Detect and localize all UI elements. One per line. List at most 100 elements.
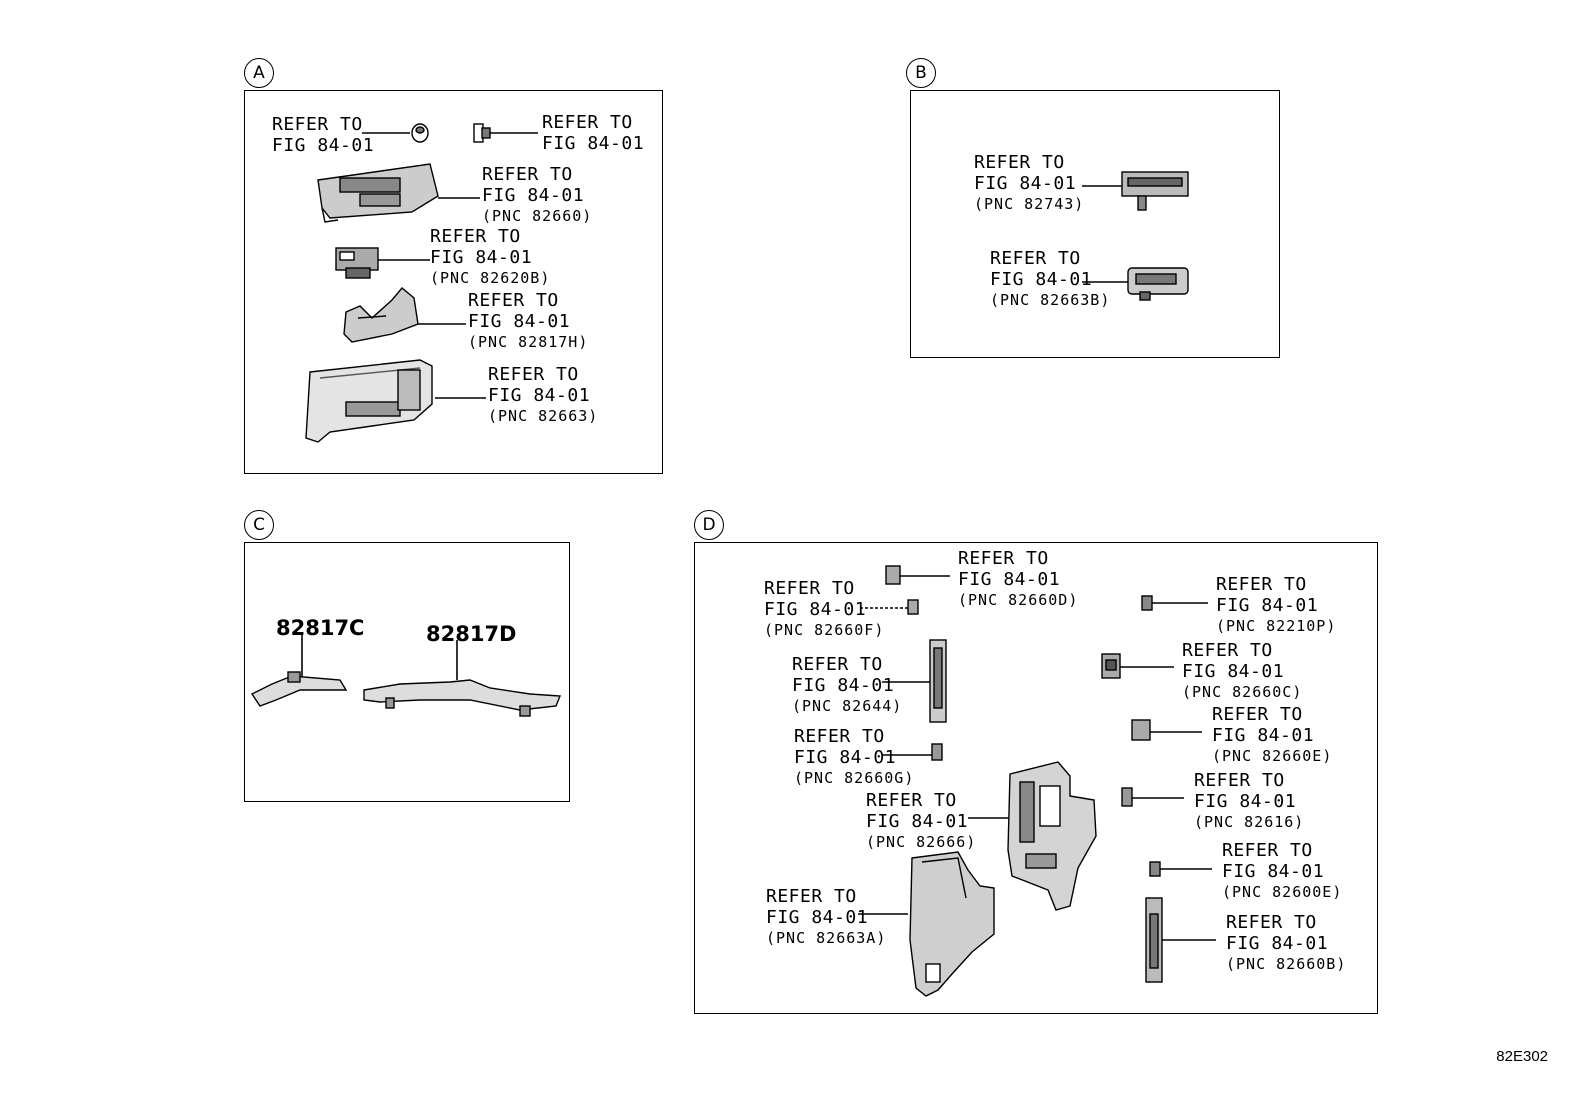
pnc-code: (PNC 82616)	[1194, 813, 1305, 831]
fig-line: FIG 84-01	[974, 173, 1077, 194]
part-connector-b	[335, 247, 379, 279]
pnc-code: (PNC 82600E)	[1222, 883, 1343, 901]
callout-d4: REFER TO FIG 84-01 (PNC 82644)	[792, 654, 902, 717]
part-clip-g	[931, 743, 943, 761]
pnc-code: (PNC 82660)	[482, 207, 593, 225]
panel-d-frame	[694, 542, 1378, 1014]
pnc-code: (PNC 82660E)	[1212, 747, 1333, 765]
fig-line: FIG 84-01	[430, 247, 533, 268]
refer-line: REFER TO	[1182, 640, 1273, 661]
refer-line: REFER TO	[990, 248, 1081, 269]
part-vertical-bracket	[1145, 897, 1163, 983]
fig-line: FIG 84-01	[764, 599, 867, 620]
panel-b-badge: B	[906, 58, 936, 88]
callout-d5: REFER TO FIG 84-01 (PNC 82660C)	[1182, 640, 1302, 703]
fig-line: FIG 84-01	[866, 811, 969, 832]
pnc-code: (PNC 82660D)	[958, 591, 1079, 609]
fig-line: FIG 84-01	[1216, 595, 1319, 616]
part-tag-82817d: 82817D	[426, 622, 517, 646]
part-82817c	[250, 671, 348, 707]
pnc-code: (PNC 82743)	[974, 195, 1085, 213]
pnc-code: (PNC 82210P)	[1216, 617, 1337, 635]
panel-a-badge: A	[244, 58, 274, 88]
callout-a5: REFER TO FIG 84-01 (PNC 82817H)	[468, 290, 588, 353]
part-nut	[411, 123, 429, 143]
panel-b-frame	[910, 90, 1280, 358]
callout-d10: REFER TO FIG 84-01 (PNC 82600E)	[1222, 840, 1342, 903]
refer-line: REFER TO	[1216, 574, 1307, 595]
part-relay-box	[1121, 171, 1189, 211]
pnc-code: (PNC 82663B)	[990, 291, 1111, 309]
part-main-fuse-box	[1007, 761, 1097, 911]
refer-line: REFER TO	[430, 226, 521, 247]
pnc-code: (PNC 82663)	[488, 407, 599, 425]
part-clip-616	[1121, 787, 1133, 807]
refer-line: REFER TO	[1212, 704, 1303, 725]
part-fuse-box-cover	[305, 359, 433, 443]
callout-d1: REFER TO FIG 84-01 (PNC 82660D)	[958, 548, 1078, 611]
callout-d3: REFER TO FIG 84-01 (PNC 82210P)	[1216, 574, 1336, 637]
part-clip-d	[885, 565, 919, 615]
pnc-code: (PNC 82666)	[866, 833, 977, 851]
refer-line: REFER TO	[542, 112, 633, 133]
callout-d7: REFER TO FIG 84-01 (PNC 82660G)	[794, 726, 914, 789]
fig-line: FIG 84-01	[766, 907, 869, 928]
callout-a4: REFER TO FIG 84-01 (PNC 82620B)	[430, 226, 550, 289]
panel-c-badge: C	[244, 510, 274, 540]
part-bracket-h	[343, 287, 419, 343]
refer-line: REFER TO	[792, 654, 883, 675]
refer-line: REFER TO	[1226, 912, 1317, 933]
fig-line: FIG 84-01	[468, 311, 571, 332]
part-connector-e	[1131, 719, 1151, 741]
pnc-code: (PNC 82660B)	[1226, 955, 1347, 973]
part-connector-c	[1101, 653, 1121, 679]
refer-line: REFER TO	[1194, 770, 1285, 791]
part-bolt	[473, 123, 491, 143]
fig-line: FIG 84-01	[1194, 791, 1297, 812]
refer-line: REFER TO	[468, 290, 559, 311]
part-cover-b	[1127, 267, 1189, 301]
part-small-clip-p	[1141, 595, 1153, 611]
fig-line: FIG 84-01	[542, 133, 645, 154]
fig-line: FIG 84-01	[482, 185, 585, 206]
panel-d-badge: D	[694, 510, 724, 540]
callout-a3: REFER TO FIG 84-01 (PNC 82660)	[482, 164, 592, 227]
fig-line: FIG 84-01	[990, 269, 1093, 290]
refer-line: REFER TO	[764, 578, 855, 599]
pnc-code: (PNC 82660F)	[764, 621, 885, 639]
fig-line: FIG 84-01	[958, 569, 1061, 590]
pnc-code: (PNC 82644)	[792, 697, 903, 715]
refer-line: REFER TO	[766, 886, 857, 907]
part-82817d	[363, 679, 562, 717]
refer-line: REFER TO	[866, 790, 957, 811]
panel-a-frame	[244, 90, 663, 474]
refer-line: REFER TO	[1222, 840, 1313, 861]
callout-d2: REFER TO FIG 84-01 (PNC 82660F)	[764, 578, 884, 641]
fig-line: FIG 84-01	[792, 675, 895, 696]
part-tag-82817c: 82817C	[276, 616, 365, 640]
diagram-id-label: 82E302	[1496, 1048, 1548, 1065]
part-relay-block	[317, 163, 439, 223]
fig-line: FIG 84-01	[1226, 933, 1329, 954]
fig-line: FIG 84-01	[488, 385, 591, 406]
callout-b2: REFER TO FIG 84-01 (PNC 82663B)	[990, 248, 1110, 311]
refer-line: REFER TO	[488, 364, 579, 385]
callout-d12: REFER TO FIG 84-01 (PNC 82660B)	[1226, 912, 1346, 975]
refer-line: REFER TO	[974, 152, 1065, 173]
pnc-code: (PNC 82663A)	[766, 929, 887, 947]
callout-a6: REFER TO FIG 84-01 (PNC 82663)	[488, 364, 598, 427]
fig-line: FIG 84-01	[1212, 725, 1315, 746]
fig-line: FIG 84-01	[1182, 661, 1285, 682]
refer-line: REFER TO	[272, 114, 363, 135]
callout-d6: REFER TO FIG 84-01 (PNC 82660E)	[1212, 704, 1332, 767]
pnc-code: (PNC 82660C)	[1182, 683, 1303, 701]
refer-line: REFER TO	[482, 164, 573, 185]
fig-line: FIG 84-01	[272, 135, 375, 156]
part-lower-cover	[909, 851, 995, 997]
callout-d11: REFER TO FIG 84-01 (PNC 82663A)	[766, 886, 886, 949]
callout-a1: REFER TO FIG 84-01	[272, 114, 374, 156]
callout-d9: REFER TO FIG 84-01 (PNC 82666)	[866, 790, 976, 853]
pnc-code: (PNC 82620B)	[430, 269, 551, 287]
